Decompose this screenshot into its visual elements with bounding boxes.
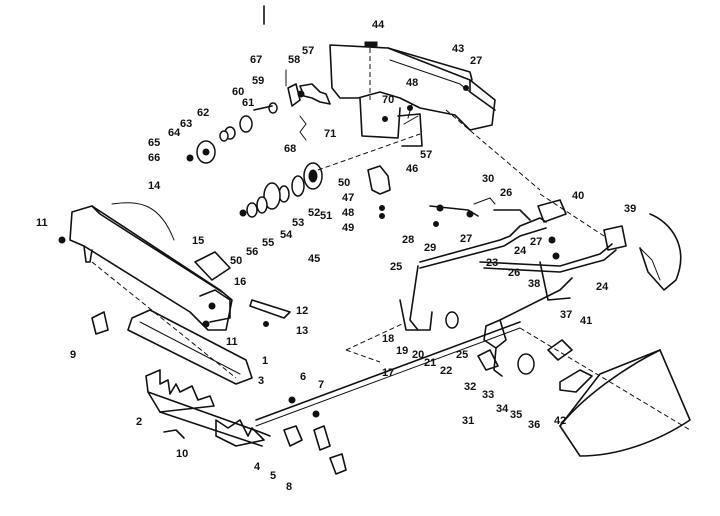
callout-27: 27 <box>470 55 482 67</box>
callout-50: 50 <box>338 177 350 189</box>
callout-32: 32 <box>464 381 476 393</box>
callout-34: 34 <box>496 403 509 415</box>
callout-63: 63 <box>180 118 192 130</box>
callout-48: 48 <box>406 77 418 89</box>
callout-27-c: 27 <box>530 236 542 248</box>
bracket-47 <box>367 165 391 219</box>
center-gear-stack <box>239 133 421 218</box>
callout-30: 30 <box>482 173 494 185</box>
callout-45: 45 <box>308 253 320 265</box>
callout-46: 46 <box>406 163 418 175</box>
top-bracket-assembly <box>329 41 496 147</box>
lever-group-upper-left <box>285 69 331 141</box>
callout-58: 58 <box>288 54 300 66</box>
frame-part-2-3 <box>145 321 521 447</box>
callout-57: 57 <box>302 45 314 57</box>
callout-35: 35 <box>510 409 522 421</box>
callout-70: 70 <box>382 94 394 106</box>
callout-6: 6 <box>300 371 306 383</box>
dashed-guide-lines <box>91 109 691 431</box>
callout-22: 22 <box>440 365 452 377</box>
callout-40: 40 <box>572 190 584 202</box>
callout-5: 5 <box>270 470 276 482</box>
callout-27-b: 27 <box>460 233 472 245</box>
callout-8: 8 <box>286 481 292 493</box>
callout-10: 10 <box>176 448 188 460</box>
callout-67: 67 <box>250 54 262 66</box>
callout-14: 14 <box>148 180 161 192</box>
callout-50-b: 50 <box>230 255 242 267</box>
lower-bracket-4-8 <box>283 396 347 475</box>
callout-24-b: 24 <box>596 281 609 293</box>
callout-19: 19 <box>396 345 408 357</box>
callout-56: 56 <box>246 246 258 258</box>
callout-65: 65 <box>148 137 160 149</box>
callout-7: 7 <box>318 379 324 391</box>
callout-4: 4 <box>254 461 261 473</box>
callout-48-b: 48 <box>342 207 354 219</box>
cover-part-42 <box>559 349 691 457</box>
callout-39: 39 <box>624 203 636 215</box>
callout-16: 16 <box>234 276 246 288</box>
link-12 <box>249 299 291 327</box>
callout-41: 41 <box>580 315 592 327</box>
callout-18: 18 <box>382 333 394 345</box>
callout-29: 29 <box>424 242 436 254</box>
callout-11-b: 11 <box>226 336 238 348</box>
callout-25: 25 <box>390 261 402 273</box>
callout-55: 55 <box>262 237 274 249</box>
callout-71: 71 <box>324 128 336 140</box>
callout-43: 43 <box>452 43 464 55</box>
callout-23: 23 <box>486 257 498 269</box>
callout-61: 61 <box>242 97 254 109</box>
callout-24: 24 <box>514 245 527 257</box>
callout-9: 9 <box>70 349 76 361</box>
callout-17: 17 <box>382 367 394 379</box>
trough-part-1 <box>127 309 253 385</box>
callout-49: 49 <box>342 222 354 234</box>
callout-3: 3 <box>258 375 264 387</box>
callout-66: 66 <box>148 152 160 164</box>
right-end-bracket-39 <box>539 193 682 291</box>
callout-54: 54 <box>280 229 293 241</box>
callout-42: 42 <box>554 415 566 427</box>
callout-20: 20 <box>412 349 424 361</box>
callout-59: 59 <box>252 75 264 87</box>
callout-labels: 44 43 27 57 67 58 59 60 61 62 63 64 65 6… <box>36 19 636 493</box>
callout-33: 33 <box>482 389 494 401</box>
gear-shaft-group <box>186 102 278 164</box>
callout-15: 15 <box>192 235 204 247</box>
callout-37: 37 <box>560 309 572 321</box>
callout-62: 62 <box>197 107 209 119</box>
callout-11: 11 <box>36 217 48 229</box>
left-rail-assembly <box>58 202 233 331</box>
callout-64: 64 <box>168 127 181 139</box>
callout-51: 51 <box>320 210 332 222</box>
callout-47: 47 <box>342 192 354 204</box>
callout-26-b: 26 <box>508 267 520 279</box>
bracket-part-9 <box>91 311 109 335</box>
callout-28: 28 <box>402 234 414 246</box>
callout-38: 38 <box>528 278 540 290</box>
callout-68: 68 <box>284 143 296 155</box>
callout-44: 44 <box>372 19 385 31</box>
callout-57-b: 57 <box>420 149 432 161</box>
callout-2: 2 <box>136 416 142 428</box>
callout-53: 53 <box>292 217 304 229</box>
callout-26: 26 <box>500 187 512 199</box>
callout-52: 52 <box>308 207 320 219</box>
callout-60: 60 <box>232 86 244 98</box>
right-linkage <box>399 197 617 377</box>
callout-25-b: 25 <box>456 349 468 361</box>
callout-36: 36 <box>528 419 540 431</box>
callout-21: 21 <box>424 357 436 369</box>
callout-1: 1 <box>262 355 268 367</box>
callout-12: 12 <box>296 305 308 317</box>
callout-13: 13 <box>296 325 308 337</box>
callout-31: 31 <box>462 415 474 427</box>
